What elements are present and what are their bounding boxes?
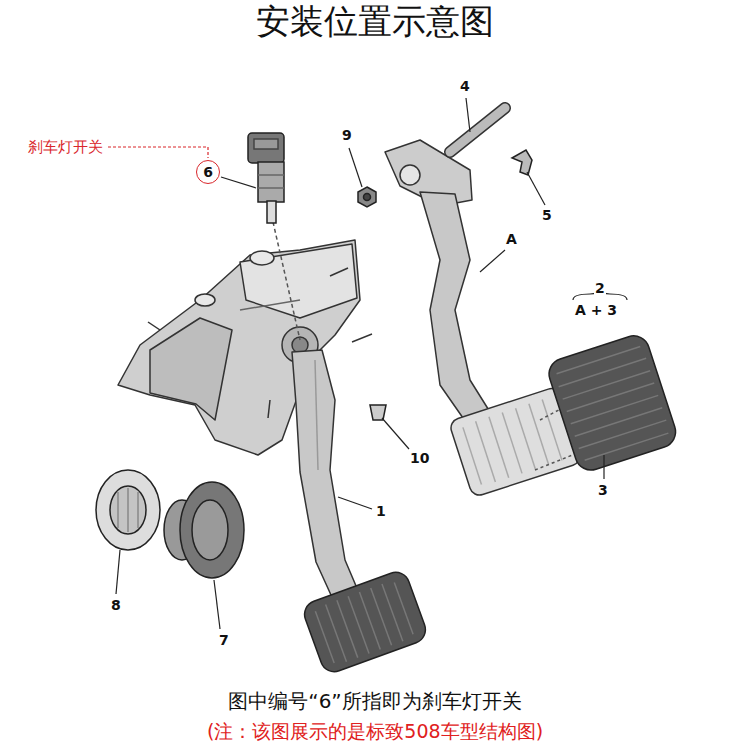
brake-light-switch xyxy=(248,133,300,340)
callout-number: 4 xyxy=(459,78,471,94)
note-text: (注：该图展示的是标致508车型结构图) xyxy=(0,718,750,744)
callout-number: 8 xyxy=(110,597,122,613)
callout-number: 5 xyxy=(541,207,553,223)
callout-number: 9 xyxy=(341,127,353,143)
small-parts xyxy=(96,108,532,578)
leader-lines xyxy=(108,98,627,629)
callout-number: 6 xyxy=(203,164,213,180)
part-name: 刹车灯开关 xyxy=(28,138,103,156)
callout-number: 3 xyxy=(597,482,609,498)
page-title: 安装位置示意图 xyxy=(0,0,750,42)
clutch-pedal xyxy=(385,140,583,498)
callout-number: 2 xyxy=(594,280,606,296)
callout-number: A xyxy=(505,231,518,247)
pedal-pad xyxy=(535,332,680,474)
callout-number: 7 xyxy=(218,632,230,648)
callout-number: 1 xyxy=(375,503,387,519)
brake-pedal xyxy=(292,350,429,676)
callout-circle: 6 xyxy=(196,160,220,184)
caption: 图中编号“6”所指即为刹车灯开关 xyxy=(0,688,750,714)
callout-number: A + 3 xyxy=(574,302,618,318)
callout-number: 10 xyxy=(409,450,430,466)
